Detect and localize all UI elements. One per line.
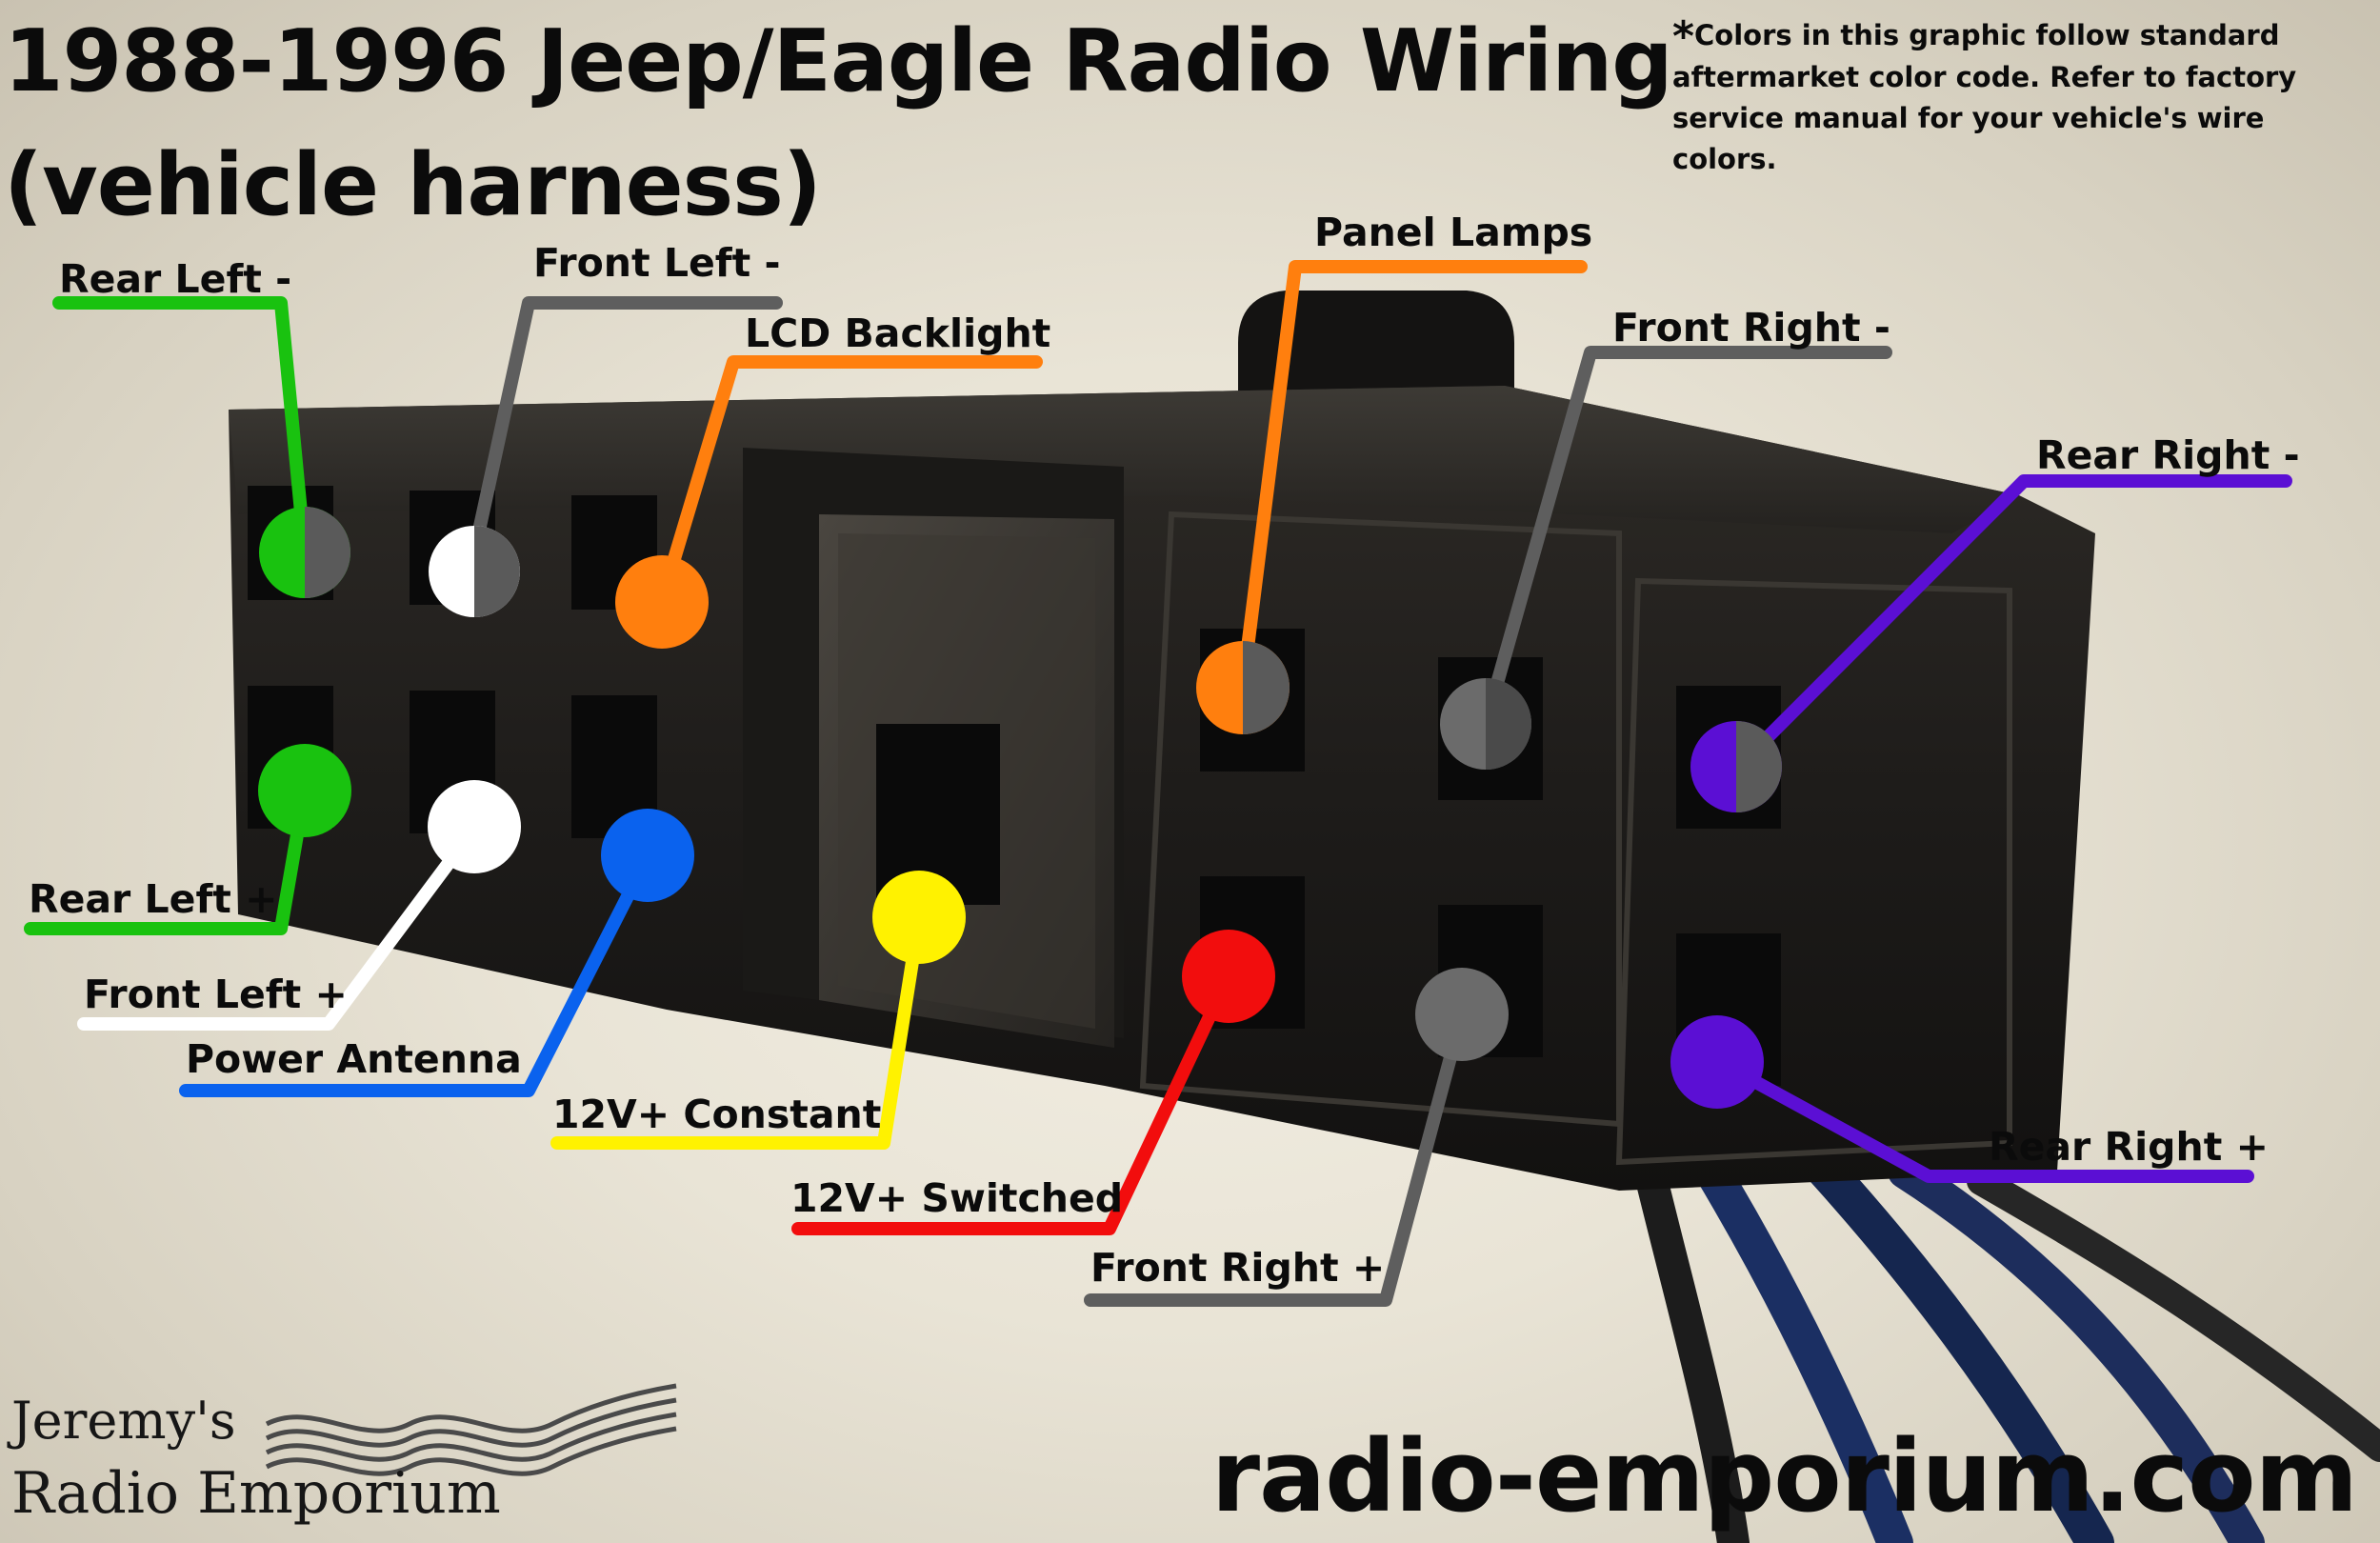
label-switched-12v: 12V+ Switched xyxy=(790,1175,1123,1221)
leader-front-right-neg xyxy=(1479,346,1892,731)
pin-dots xyxy=(258,507,1782,1109)
label-lcd-backlight: LCD Backlight xyxy=(745,311,1050,356)
leader-constant-12v xyxy=(550,912,926,1150)
leader-lcd-backlight xyxy=(655,355,1043,607)
color-code-note: *Colors in this graphic follow standard … xyxy=(1672,15,2377,180)
logo-wave-icon xyxy=(265,1383,677,1476)
pin-power-antenna xyxy=(601,809,694,902)
leader-rear-right-neg xyxy=(1731,474,2292,773)
pin-front-right-pos xyxy=(1415,968,1509,1061)
label-rear-right-pos: Rear Right + xyxy=(1989,1124,2269,1170)
leader-rear-right-pos xyxy=(1712,1055,2254,1183)
logo-line-1: Jeremy's xyxy=(11,1391,236,1451)
pin-front-left-neg xyxy=(429,526,520,617)
pin-lcd-backlight xyxy=(615,555,709,649)
leader-panel-lamps xyxy=(1236,260,1588,692)
label-front-right-pos: Front Right + xyxy=(1090,1245,1385,1291)
pin-rear-left-neg xyxy=(259,507,350,598)
label-front-left-neg: Front Left - xyxy=(533,240,781,286)
logo-line-2: Radio Emporium xyxy=(11,1460,501,1527)
pin-constant-12v xyxy=(872,871,966,964)
pin-rear-left-pos xyxy=(258,744,351,837)
page-title: 1988-1996 Jeep/Eagle Radio Wiring (vehic… xyxy=(4,0,1673,248)
leader-rear-left-neg xyxy=(52,296,311,559)
label-front-left-pos: Front Left + xyxy=(84,972,348,1017)
label-panel-lamps: Panel Lamps xyxy=(1314,210,1592,255)
pin-front-left-pos xyxy=(428,780,521,873)
pin-rear-right-neg xyxy=(1690,721,1782,812)
website-url: radio-emporium.com xyxy=(1210,1418,2358,1534)
harness-wires xyxy=(1622,1108,2380,1543)
leader-switched-12v xyxy=(791,970,1235,1235)
label-rear-right-neg: Rear Right - xyxy=(2036,432,2300,478)
label-front-right-neg: Front Right - xyxy=(1612,305,1890,351)
label-rear-left-neg: Rear Left - xyxy=(59,256,291,302)
title-line-2: (vehicle harness) xyxy=(4,135,822,235)
pin-front-right-neg xyxy=(1440,678,1531,770)
leader-front-left-pos xyxy=(77,822,481,1031)
pin-panel-lamps xyxy=(1196,641,1290,734)
note-asterisk: * xyxy=(1672,12,1695,61)
leader-lines xyxy=(24,260,2292,1307)
label-rear-left-pos: Rear Left + xyxy=(29,876,278,922)
label-constant-12v: 12V+ Constant xyxy=(552,1092,881,1137)
leader-front-left-neg xyxy=(468,296,783,559)
leader-rear-left-pos xyxy=(24,784,311,935)
leader-power-antenna xyxy=(179,851,654,1097)
leader-front-right-pos xyxy=(1084,1008,1469,1307)
pin-labels: Rear Left - Front Left - LCD Backlight P… xyxy=(29,210,2300,1291)
pin-rear-right-pos xyxy=(1670,1015,1764,1109)
pin-switched-12v xyxy=(1182,930,1275,1023)
label-power-antenna: Power Antenna xyxy=(186,1036,522,1082)
note-text: Colors in this graphic follow standard a… xyxy=(1672,19,2297,175)
title-line-1: 1988-1996 Jeep/Eagle Radio Wiring xyxy=(4,11,1673,111)
